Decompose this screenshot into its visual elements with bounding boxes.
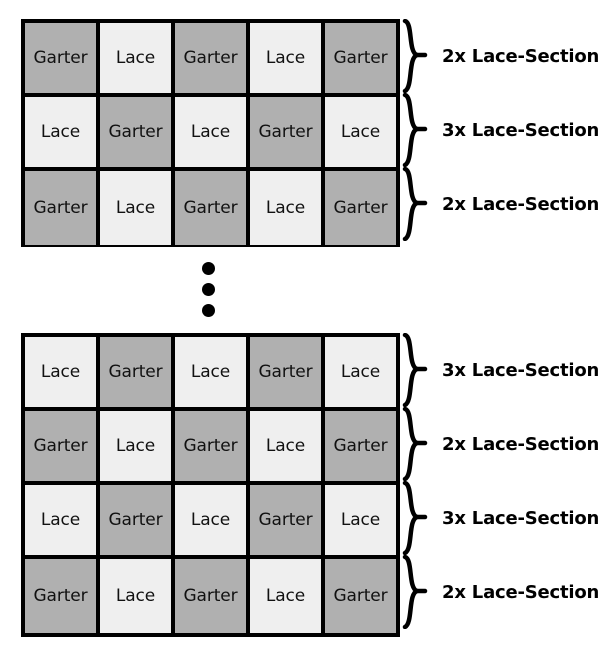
grid-cell: Lace <box>250 171 325 245</box>
grid-cell: Lace <box>250 559 325 633</box>
grid-cell: Garter <box>25 411 100 481</box>
annotation-label: 3x Lace-Section <box>442 507 600 529</box>
grid-cell: Lace <box>175 485 250 555</box>
annotation-label: 3x Lace-Section <box>442 359 600 381</box>
annotation-row: 3x Lace-Section <box>402 481 599 555</box>
grid-cell: Lace <box>325 337 396 407</box>
grid-cell: Lace <box>25 97 100 167</box>
table-row: Garter Lace Garter Lace Garter <box>25 171 396 245</box>
curly-brace-icon <box>402 555 428 629</box>
annotation-row: 3x Lace-Section <box>402 93 599 167</box>
grid-cell: Garter <box>25 23 100 93</box>
grid-cell: Lace <box>325 485 396 555</box>
grid-cell: Lace <box>175 337 250 407</box>
grid-cell: Lace <box>250 23 325 93</box>
grid-cell: Lace <box>25 337 100 407</box>
table-row: Garter Lace Garter Lace Garter <box>25 411 396 485</box>
grid-cell: Garter <box>325 171 396 245</box>
table-row: Garter Lace Garter Lace Garter <box>25 559 396 633</box>
annotation-label: 3x Lace-Section <box>442 119 600 141</box>
annotation-row: 3x Lace-Section <box>402 333 599 407</box>
table-row: Lace Garter Lace Garter Lace <box>25 97 396 171</box>
curly-brace-icon <box>402 333 428 407</box>
grid-cell: Garter <box>250 485 325 555</box>
table-row: Lace Garter Lace Garter Lace <box>25 337 396 411</box>
curly-brace-icon <box>402 19 428 93</box>
pattern-grid-top: Garter Lace Garter Lace Garter Lace Gart… <box>21 19 400 247</box>
grid-cell: Lace <box>175 97 250 167</box>
pattern-grid-bottom: Lace Garter Lace Garter Lace Garter Lace… <box>21 333 400 637</box>
grid-cell: Garter <box>325 559 396 633</box>
grid-cell: Lace <box>250 411 325 481</box>
grid-cell: Garter <box>25 559 100 633</box>
grid-cell: Lace <box>100 559 175 633</box>
curly-brace-icon <box>402 481 428 555</box>
grid-cell: Garter <box>325 411 396 481</box>
annotation-row: 2x Lace-Section <box>402 19 599 93</box>
grid-cell: Garter <box>100 337 175 407</box>
grid-cell: Lace <box>25 485 100 555</box>
grid-cell: Lace <box>325 97 396 167</box>
table-row: Lace Garter Lace Garter Lace <box>25 485 396 559</box>
grid-cell: Lace <box>100 23 175 93</box>
grid-cell: Garter <box>175 559 250 633</box>
annotation-label: 2x Lace-Section <box>442 45 600 67</box>
grid-cell: Lace <box>100 411 175 481</box>
curly-brace-icon <box>402 407 428 481</box>
annotation-row: 2x Lace-Section <box>402 167 599 241</box>
grid-cell: Lace <box>100 171 175 245</box>
grid-cell: Garter <box>175 23 250 93</box>
grid-cell: Garter <box>100 485 175 555</box>
grid-cell: Garter <box>100 97 175 167</box>
grid-cell: Garter <box>25 171 100 245</box>
ellipsis-dot <box>202 283 215 296</box>
annotation-row: 2x Lace-Section <box>402 407 599 481</box>
annotation-label: 2x Lace-Section <box>442 193 600 215</box>
grid-cell: Garter <box>250 97 325 167</box>
annotation-row: 2x Lace-Section <box>402 555 599 629</box>
annotation-label: 2x Lace-Section <box>442 433 600 455</box>
grid-cell: Garter <box>175 171 250 245</box>
vertical-ellipsis-icon <box>202 262 216 320</box>
grid-cell: Garter <box>175 411 250 481</box>
annotation-label: 2x Lace-Section <box>442 581 600 603</box>
ellipsis-dot <box>202 304 215 317</box>
table-row: Garter Lace Garter Lace Garter <box>25 23 396 97</box>
grid-cell: Garter <box>325 23 396 93</box>
curly-brace-icon <box>402 167 428 241</box>
ellipsis-dot <box>202 262 215 275</box>
curly-brace-icon <box>402 93 428 167</box>
grid-cell: Garter <box>250 337 325 407</box>
